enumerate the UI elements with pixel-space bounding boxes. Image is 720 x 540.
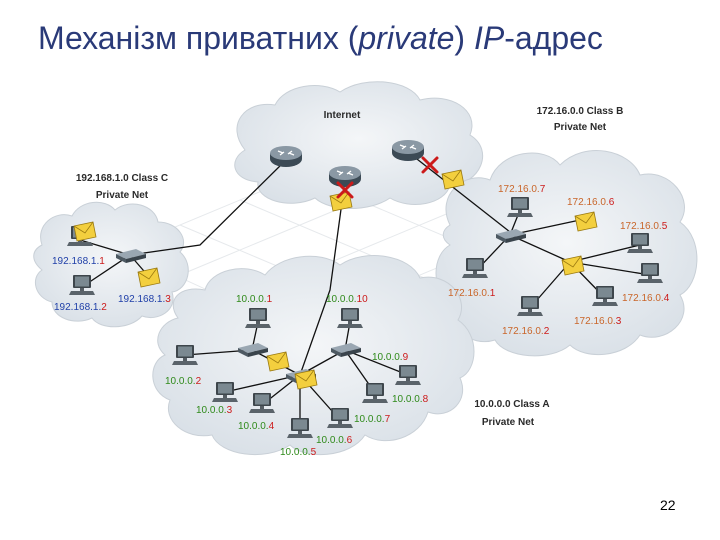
- router-icon[interactable]: [328, 165, 362, 188]
- title-text-2: ): [454, 20, 474, 56]
- host-label: 172.16.0.5: [620, 221, 668, 232]
- host-label: 10.0.0.10: [326, 294, 368, 305]
- host-label: 192.168.1.2: [54, 302, 107, 313]
- slide-title: Механізм приватних (private) IP-адрес: [38, 20, 603, 57]
- class-b-cloud: [435, 150, 698, 357]
- class-b-title: 172.16.0.0 Class B: [537, 106, 624, 117]
- class-c-subtitle: Private Net: [96, 190, 149, 201]
- host-label: 10.0.0.5: [280, 447, 317, 458]
- class-b-subtitle: Private Net: [554, 122, 607, 133]
- host-label: 192.168.1.3: [118, 294, 171, 305]
- host-label: 10.0.0.7: [354, 414, 391, 425]
- host-label: 10.0.0.6: [316, 435, 353, 446]
- class-a-title: 10.0.0.0 Class A: [474, 399, 549, 410]
- class-a-subtitle: Private Net: [482, 417, 535, 428]
- host-label: 172.16.0.1: [448, 288, 496, 299]
- router-icon[interactable]: [391, 139, 425, 162]
- host-label: 10.0.0.8: [392, 394, 429, 405]
- title-ip-word: IP: [473, 20, 505, 56]
- host-address-labels: 192.168.1.1 192.168.1.2 192.168.1.3 172.…: [52, 184, 670, 458]
- title-text-3: -адрес: [504, 20, 603, 56]
- internet-label: Internet: [324, 110, 361, 121]
- host-label: 172.16.0.6: [567, 197, 615, 208]
- internet-cloud: [234, 81, 483, 209]
- title-text-1: Механізм приватних (: [38, 20, 359, 56]
- class-c-title: 192.168.1.0 Class C: [76, 173, 168, 184]
- host-label: 10.0.0.2: [165, 376, 202, 387]
- host-label: 172.16.0.3: [574, 316, 622, 327]
- host-label: 172.16.0.4: [622, 293, 670, 304]
- host-label: 172.16.0.7: [498, 184, 546, 195]
- host-label: 10.0.0.9: [372, 352, 409, 363]
- host-label: 10.0.0.1: [236, 294, 273, 305]
- host-label: 10.0.0.4: [238, 421, 275, 432]
- title-private-word: private: [358, 20, 455, 56]
- host-label: 172.16.0.2: [502, 326, 550, 337]
- host-label: 10.0.0.3: [196, 405, 233, 416]
- host-label: 192.168.1.1: [52, 256, 105, 267]
- router-icon[interactable]: [269, 145, 303, 168]
- class-a-cloud: [152, 255, 475, 456]
- page-number: 22: [660, 497, 676, 513]
